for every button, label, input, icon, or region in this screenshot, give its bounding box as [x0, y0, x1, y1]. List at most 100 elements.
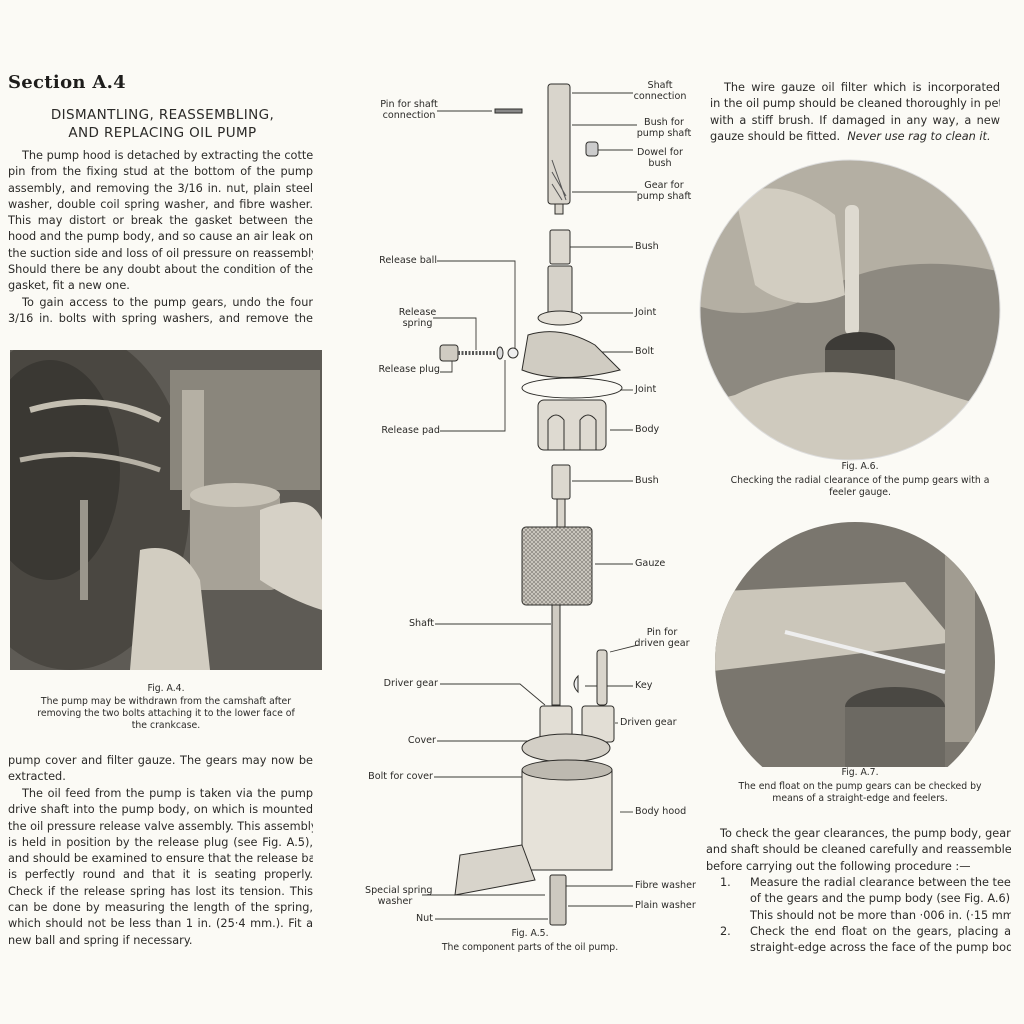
- fig-a4-caption-2: removing the two bolts attaching it to t…: [37, 708, 295, 719]
- key-part: [573, 674, 579, 694]
- text-line: before carrying out the following proced…: [706, 859, 971, 873]
- text-line: which should not be less than 1 in. (25·…: [8, 917, 313, 931]
- shaft-part: [551, 604, 561, 706]
- right-intro: The wire gauze oil filter which is incor…: [710, 80, 1000, 129]
- fig-a6-caption-2: feeler gauge.: [829, 487, 891, 498]
- step-text: of the gears and the pump body (see Fig.…: [750, 892, 1011, 906]
- label-joint-2: Joint: [635, 384, 657, 395]
- label-bush-1: Bush: [635, 241, 659, 252]
- label-fibre-washer: Fibre washer: [635, 880, 696, 891]
- text-line: hood and the pump body, and so cause an …: [8, 230, 313, 244]
- label-release-pad: Release pad: [381, 425, 440, 436]
- fig-a4-label: Fig. A.4.: [147, 683, 185, 694]
- fig-a6-photo: [699, 159, 1001, 461]
- step-line: of the gears and the pump body (see Fig.…: [706, 891, 1011, 907]
- section-title: Section A.4: [8, 72, 126, 93]
- text-line: The wire gauze oil filter which is incor…: [724, 81, 1000, 94]
- fig-a5-caption: The component parts of the oil pump.: [441, 942, 619, 953]
- text-line: the suction side and loss of oil pressur…: [8, 246, 313, 260]
- text-line: is perfectly round and that it is seatin…: [8, 868, 313, 882]
- text-line: Should there be any doubt about the cond…: [8, 263, 313, 277]
- label-driver-gear: Driver gear: [383, 678, 438, 689]
- left-para-2: To gain access to the pump gears, undo t…: [8, 295, 313, 328]
- release-plug-part: [439, 344, 459, 362]
- text-line: To gain access to the pump gears, undo t…: [22, 296, 313, 309]
- pump-body: [537, 399, 607, 451]
- step-text: Check the end float on the gears, placin…: [750, 924, 1011, 938]
- text-line: The oil feed from the pump is taken via …: [22, 787, 313, 800]
- right-intro-last: gauze should be fitted. Never use rag to…: [710, 130, 991, 143]
- text-line: The pump hood is detached by extracting …: [22, 149, 313, 162]
- fig-a7-caption-1: The end float on the pump gears can be c…: [738, 781, 982, 792]
- text-line: This may distort or break the gasket bet…: [8, 214, 313, 228]
- text-line: 3/16 in. bolts with spring washers, and …: [8, 312, 313, 326]
- label-plain-washer: Plain washer: [635, 900, 696, 911]
- pump-removal-photo: [10, 350, 322, 670]
- fig-a7-label: Fig. A.7.: [841, 767, 879, 778]
- step-text: This should not be more than ·006 in. (·…: [750, 908, 1011, 922]
- label-joint-1: Joint: [635, 307, 657, 318]
- left-para-1: The pump hood is detached by extracting …: [8, 148, 313, 295]
- text-line: pin from the fixing stud at the bottom o…: [8, 165, 313, 179]
- step-line: 1. Measure the radial clearance between t…: [706, 875, 1011, 891]
- fig-a5-label: Fig. A.5.: [511, 928, 549, 939]
- body-hood-part: [521, 769, 613, 871]
- right-para: To check the gear clearances, the pump b…: [706, 826, 1011, 875]
- label-shaft: Shaft: [408, 618, 434, 629]
- step-number: 1.: [720, 876, 731, 889]
- gauze-part: [521, 526, 593, 606]
- pump-body-flange: [521, 331, 621, 378]
- fig-a4-photo: [10, 350, 322, 670]
- heading-line-1: DISMANTLING, REASSEMBLING,: [50, 107, 275, 123]
- text-line: washer, double coil spring washer, and f…: [8, 197, 313, 211]
- text-line: and shaft should be cleaned carefully an…: [706, 843, 1011, 857]
- nut-stack-part: [549, 874, 567, 926]
- text-line: assembly, and removing the 3/16 in. nut,…: [8, 181, 313, 195]
- text-line: drive shaft into the pump body, on which…: [8, 803, 313, 817]
- fig-a4-caption-3: the crankcase.: [131, 720, 201, 731]
- fig-a4-caption-1: The pump may be withdrawn from the camsh…: [40, 696, 292, 707]
- label-driven-gear: Driven gear: [620, 717, 677, 728]
- label-bush-2: Bush: [635, 475, 659, 486]
- step-line: This should not be more than ·006 in. (·…: [706, 908, 1011, 924]
- text-line: in the oil pump should be cleaned thorou…: [710, 97, 1000, 111]
- step-number: 2.: [720, 924, 731, 938]
- text-line: extracted.: [8, 770, 66, 784]
- bush-part: [549, 229, 571, 265]
- text-line: Check if the release spring has lost its…: [8, 884, 313, 898]
- pump-parts: [439, 83, 623, 926]
- dowel-part: [585, 141, 599, 157]
- text-line: To check the gear clearances, the pump b…: [720, 827, 1011, 840]
- right-steps: 1. Measure the radial clearance between t…: [706, 875, 1011, 956]
- label-bolt-for-cover: Bolt for cover: [368, 771, 433, 782]
- text-line: is held in position by the release plug …: [8, 835, 313, 849]
- fig-a6-label: Fig. A.6.: [841, 461, 879, 472]
- text-line: with a stiff brush. If damaged in any wa…: [710, 113, 1000, 127]
- label-key: Key: [635, 680, 653, 691]
- label-cover: Cover: [407, 735, 436, 746]
- label-gauze: Gauze: [635, 558, 666, 569]
- left-para-3: pump cover and filter gauze. The gears m…: [8, 753, 313, 786]
- fig-a7-caption-2: means of a straight-edge and feelers.: [772, 793, 948, 804]
- text-line: and should be examined to ensure that th…: [8, 852, 313, 866]
- label-nut: Nut: [415, 913, 433, 924]
- text-line: gasket, fit a new one.: [8, 279, 130, 293]
- cover-part: [521, 733, 611, 763]
- release-ball-part: [507, 347, 519, 359]
- fig-a6-caption-1: Checking the radial clearance of the pum…: [730, 475, 990, 486]
- step-text: Measure the radial clearance between the…: [750, 876, 1011, 889]
- text-line: the oil pressure release valve assembly.…: [8, 819, 313, 833]
- fig-a7-photo: [715, 522, 995, 767]
- leader-lines: [422, 92, 639, 920]
- pump-shaft-part: [547, 83, 571, 205]
- heading-line-2: AND REPLACING OIL PUMP: [68, 125, 257, 141]
